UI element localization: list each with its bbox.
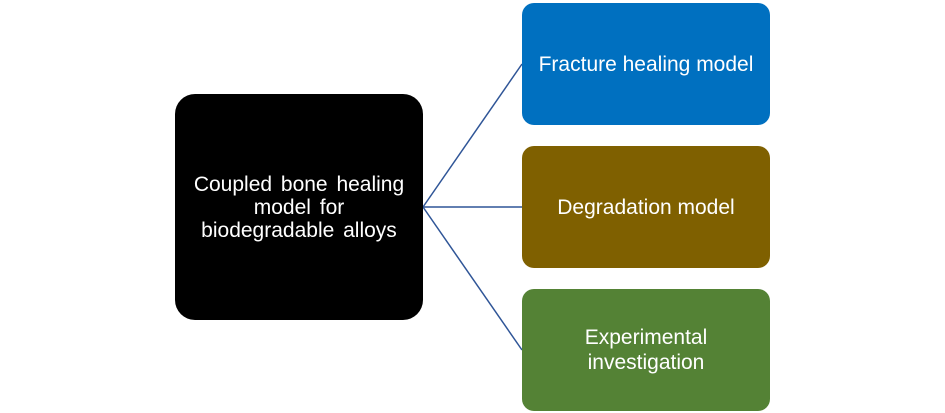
root-node: Coupled bone healing model for biodegrad… — [175, 94, 423, 320]
root-label-line-1: Coupled bone healing — [193, 172, 405, 196]
root-label-line-3: biodegradable alloys — [201, 218, 397, 242]
experimental-label-line-2: investigation — [587, 351, 705, 374]
connector-to-fracture-healing — [422, 63, 523, 208]
fracture-healing-label-line-1: Fracture healing model — [538, 52, 754, 76]
fracture-healing-node: Fracture healing model — [522, 3, 770, 125]
root-node-label: Coupled bone healing model for biodegrad… — [194, 173, 404, 242]
experimental-label: Experimental investigation — [585, 325, 708, 375]
degradation-node: Degradation model — [522, 146, 770, 268]
experimental-label-line-1: Experimental — [584, 326, 708, 349]
degradation-label-line-1: Degradation model — [557, 195, 735, 219]
fracture-healing-label: Fracture healing model — [539, 52, 754, 77]
connector-to-experimental — [422, 206, 523, 351]
root-label-line-2: model for — [253, 195, 345, 219]
degradation-label: Degradation model — [557, 195, 734, 220]
experimental-node: Experimental investigation — [522, 289, 770, 411]
